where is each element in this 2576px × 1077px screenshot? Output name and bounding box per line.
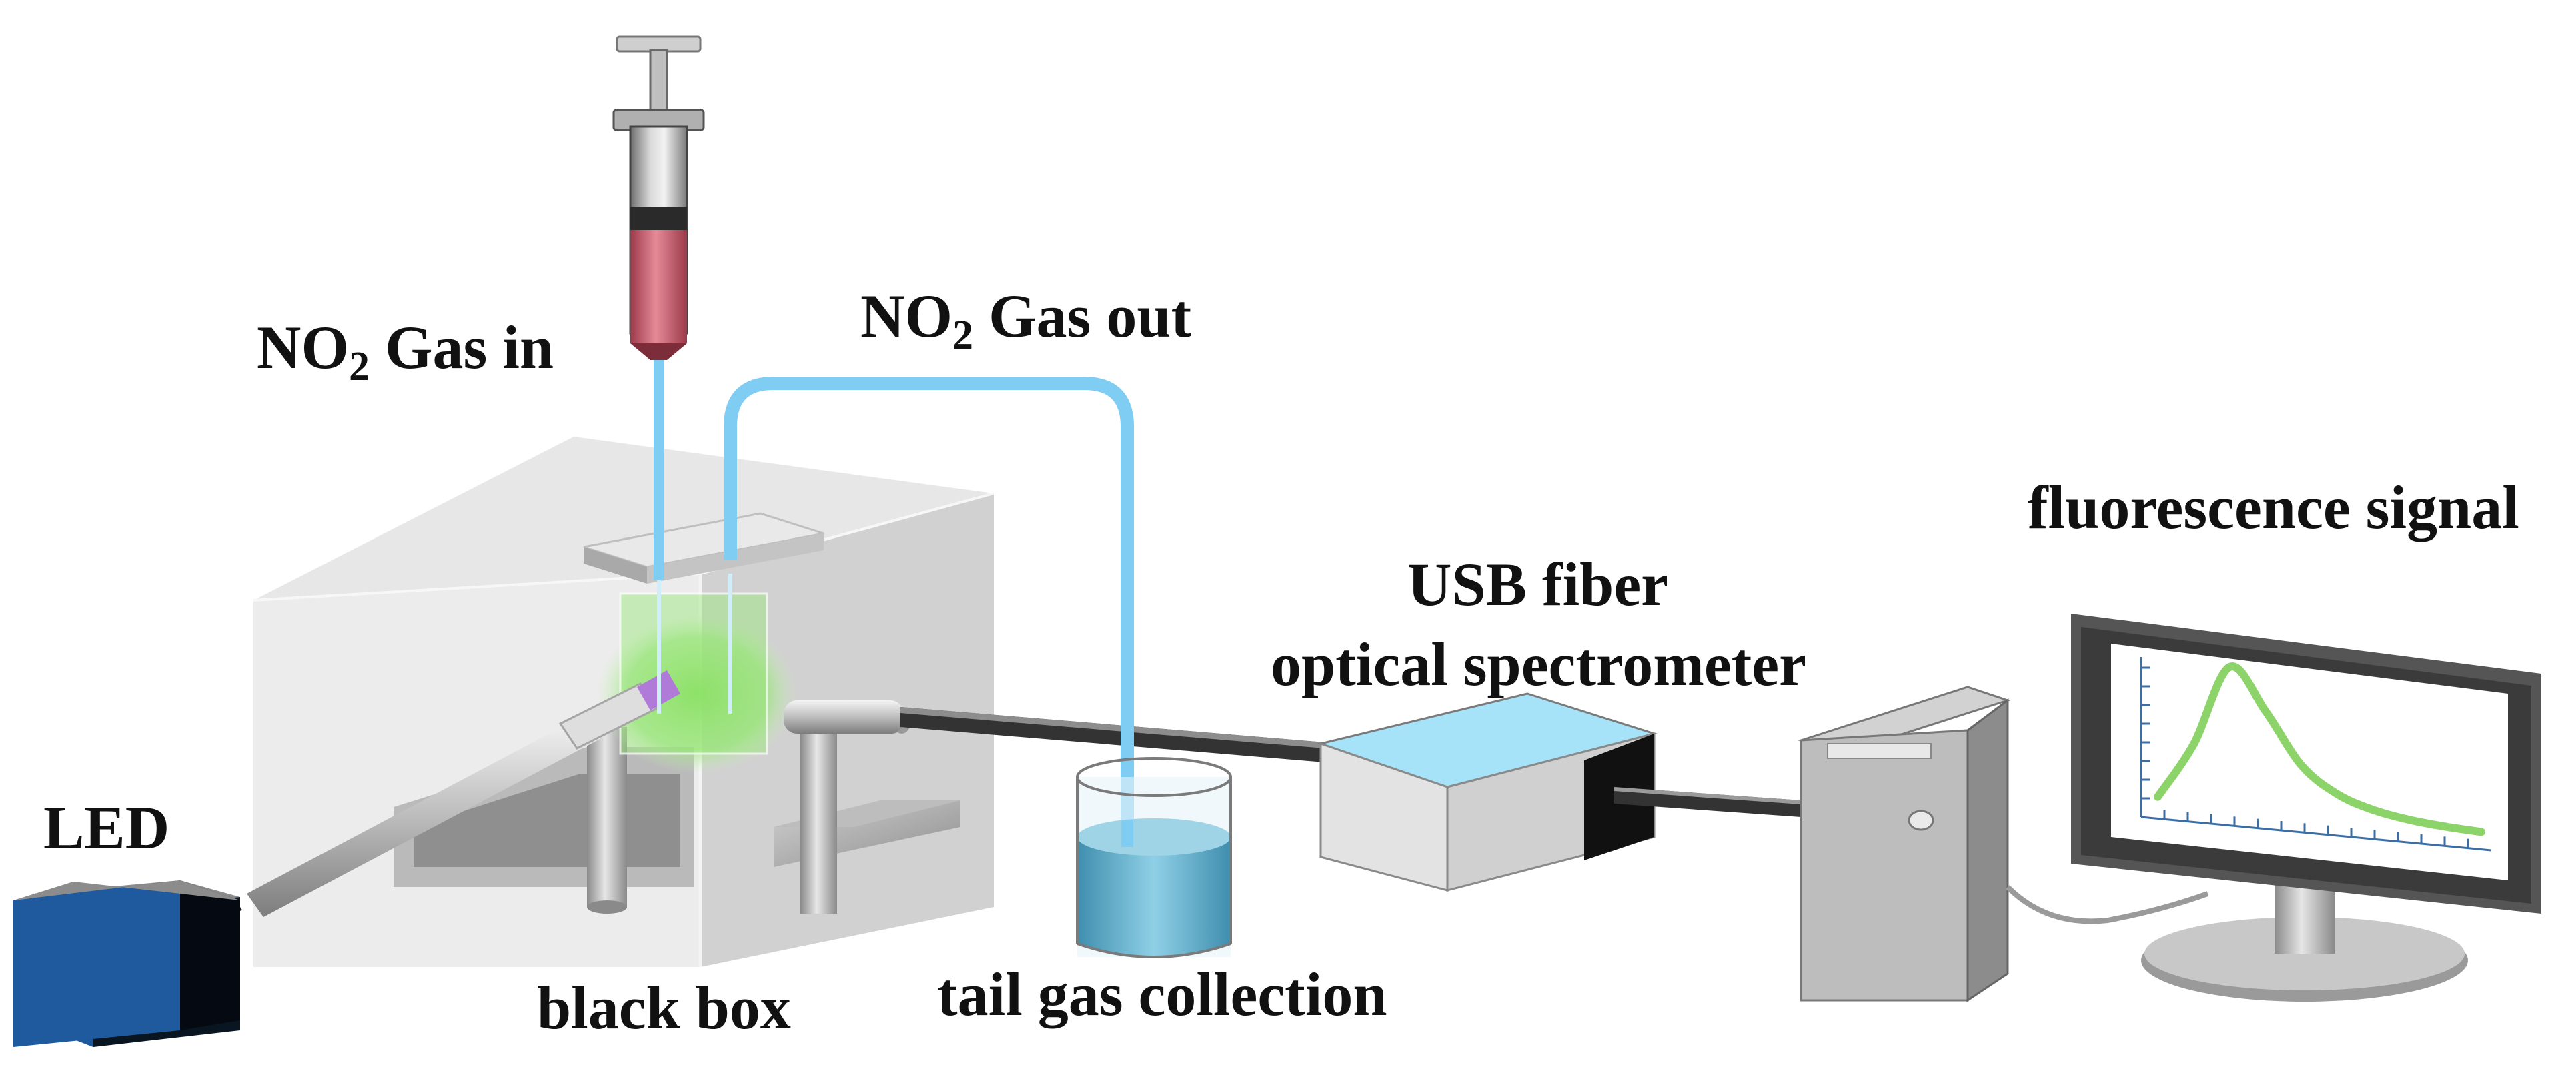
- tail-gas-label: tail gas collection: [937, 960, 1387, 1028]
- fluorescence-label: fluorescence signal: [2028, 473, 2519, 542]
- black-box-label: black box: [537, 974, 791, 1042]
- gas-in-suffix: Gas in: [370, 313, 554, 381]
- usb-spectrometer: [1317, 692, 1801, 892]
- plot-ticks: [2141, 666, 2469, 848]
- led-source: [13, 880, 240, 1047]
- fluorescence-plot: [2140, 657, 2492, 852]
- gas-out-prefix: NO: [860, 282, 952, 350]
- sample-holder-right: [774, 707, 960, 914]
- gas-out-suffix: Gas out: [973, 282, 1192, 350]
- led-label: LED: [43, 794, 170, 862]
- computer-tower: [1798, 686, 2011, 1002]
- monitor-cable: [2006, 885, 2209, 924]
- gas-in-prefix: NO: [257, 313, 349, 381]
- sample-holder-left: [587, 727, 627, 914]
- spectrometer-label-line1: USB fiber: [1407, 550, 1668, 618]
- spectrometer-label-line2: optical spectrometer: [1271, 630, 1806, 698]
- syringe: [612, 35, 705, 360]
- gas-in-subscript: 2: [349, 344, 370, 389]
- gas-in-label: NO2 Gas in: [257, 317, 554, 387]
- sample-cuvette: [597, 592, 797, 774]
- gas-out-tube: [724, 377, 1134, 854]
- fluorescence-curve: [2154, 662, 2485, 836]
- cuvette-tube-lines: [657, 574, 732, 714]
- gas-out-subscript: 2: [952, 313, 973, 358]
- gas-out-label: NO2 Gas out: [860, 282, 1192, 356]
- gas-in-tube: [654, 360, 664, 580]
- tail-gas-beaker: [1076, 757, 1232, 958]
